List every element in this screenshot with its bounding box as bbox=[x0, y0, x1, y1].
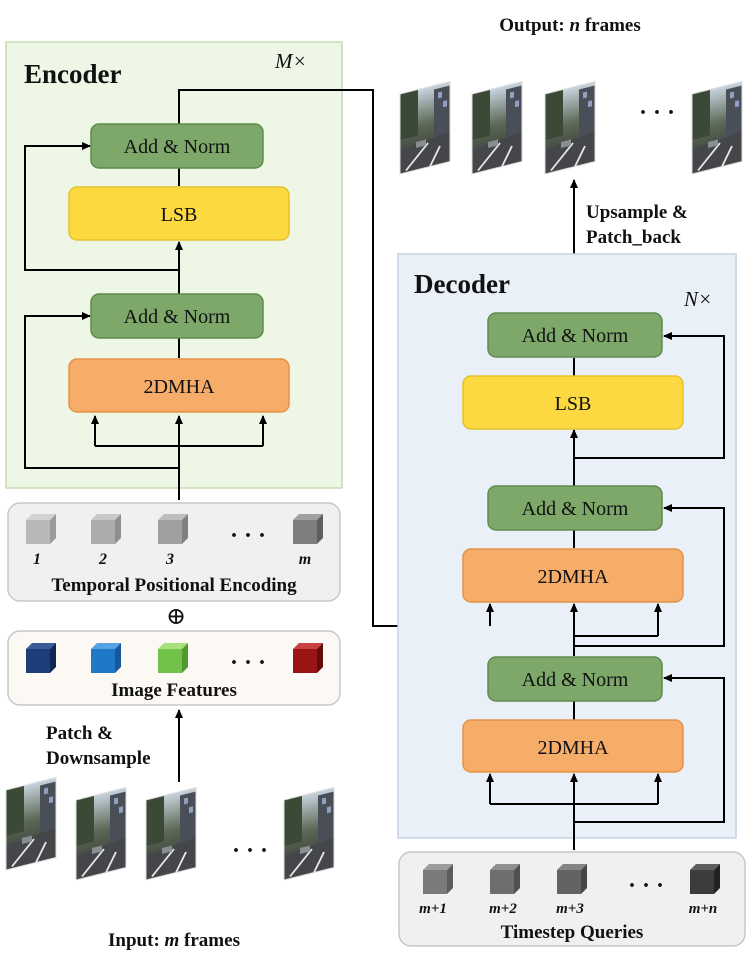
output-frame-n bbox=[690, 80, 744, 176]
upsample-label-2: Patch_back bbox=[586, 227, 681, 248]
timestep-queries-label: Timestep Queries bbox=[501, 922, 644, 943]
input-caption: Input: m frames bbox=[108, 930, 240, 951]
temporal-index-2: 2 bbox=[98, 551, 107, 568]
encoder-add-norm-top-label: Add & Norm bbox=[124, 136, 231, 158]
feature-cube-red bbox=[293, 643, 323, 673]
input-frame-3 bbox=[144, 786, 198, 882]
feature-cube-blue bbox=[91, 643, 121, 673]
decoder-self-2dmha-block bbox=[462, 719, 684, 773]
query-cube-m3 bbox=[557, 864, 587, 894]
image-features-label: Image Features bbox=[111, 680, 237, 701]
temporal-cube-1 bbox=[26, 514, 56, 544]
decoder-connectors bbox=[486, 332, 725, 850]
feature-cube-navy bbox=[26, 643, 56, 673]
query-cube-m1 bbox=[423, 864, 453, 894]
timestep-cubes bbox=[423, 864, 720, 894]
output-frame-2 bbox=[470, 80, 524, 176]
output-frame-3 bbox=[543, 80, 597, 176]
queries-ellipsis: · · · bbox=[628, 873, 664, 899]
decoder-add-norm-top-label: Add & Norm bbox=[522, 325, 629, 347]
query-index-mn: m+n bbox=[689, 901, 718, 917]
decoder-title: Decoder bbox=[414, 269, 510, 299]
input-frame-2 bbox=[74, 786, 128, 882]
upsample-label-1: Upsample & bbox=[586, 202, 688, 223]
decoder-lsb-label: LSB bbox=[555, 393, 592, 415]
encoder-repeat-label: M× bbox=[274, 49, 307, 73]
input-frame-1 bbox=[4, 776, 58, 872]
timestep-queries-panel bbox=[398, 851, 746, 947]
decoder-lsb-block bbox=[462, 375, 684, 430]
plus-icon: ⊕ bbox=[166, 604, 186, 630]
temporal-index-3: 3 bbox=[165, 551, 174, 568]
encoder-2dmha-block bbox=[68, 358, 290, 413]
temporal-cube-2 bbox=[91, 514, 121, 544]
query-cube-mn bbox=[690, 864, 720, 894]
encoder-panel bbox=[5, 41, 343, 489]
encoder-add-norm-bottom bbox=[90, 293, 264, 339]
decoder-add-norm-top bbox=[487, 312, 663, 358]
decoder-repeat-label: N× bbox=[683, 287, 712, 311]
patch-downsample-label-1: Patch & bbox=[46, 723, 113, 744]
output-frame-1 bbox=[398, 80, 452, 176]
temporal-ellipsis: · · · bbox=[230, 523, 266, 549]
input-frames bbox=[4, 776, 336, 882]
encoder-title: Encoder bbox=[24, 59, 122, 89]
output-ellipsis: · · · bbox=[639, 100, 675, 126]
decoder-cross-2dmha-label: 2DMHA bbox=[537, 566, 609, 588]
output-frames bbox=[398, 80, 744, 176]
output-caption: Output: n frames bbox=[499, 15, 640, 36]
decoder-add-norm-bottom-label: Add & Norm bbox=[522, 669, 629, 691]
temporal-index-m: m bbox=[299, 551, 311, 568]
input-frame-m bbox=[282, 786, 336, 882]
decoder-self-2dmha-label: 2DMHA bbox=[537, 737, 609, 759]
decoder-add-norm-mid-label: Add & Norm bbox=[522, 498, 629, 520]
patch-downsample-label-2: Downsample bbox=[46, 748, 151, 769]
features-ellipsis: · · · bbox=[230, 650, 266, 676]
encoder-add-norm-top bbox=[90, 123, 264, 169]
image-feature-cubes bbox=[26, 643, 323, 673]
query-index-m3: m+3 bbox=[556, 901, 584, 917]
temporal-cube-m bbox=[293, 514, 323, 544]
encoder-2dmha-label: 2DMHA bbox=[143, 376, 215, 398]
encoder-lsb-label: LSB bbox=[161, 204, 198, 226]
decoder-add-norm-mid bbox=[487, 485, 663, 531]
feature-cube-green bbox=[158, 643, 188, 673]
decoder-cross-2dmha-block bbox=[462, 548, 684, 603]
temporal-encoding-label: Temporal Positional Encoding bbox=[51, 575, 297, 596]
temporal-cube-3 bbox=[158, 514, 188, 544]
input-ellipsis: · · · bbox=[232, 838, 268, 864]
decoder-add-norm-bottom bbox=[487, 656, 663, 702]
temporal-cubes bbox=[26, 514, 323, 544]
query-index-m1: m+1 bbox=[419, 901, 447, 917]
encoder-add-norm-bottom-label: Add & Norm bbox=[124, 306, 231, 328]
query-cube-m2 bbox=[490, 864, 520, 894]
temporal-index-1: 1 bbox=[33, 551, 41, 568]
query-index-m2: m+2 bbox=[489, 901, 517, 917]
encoder-lsb-block bbox=[68, 186, 290, 241]
